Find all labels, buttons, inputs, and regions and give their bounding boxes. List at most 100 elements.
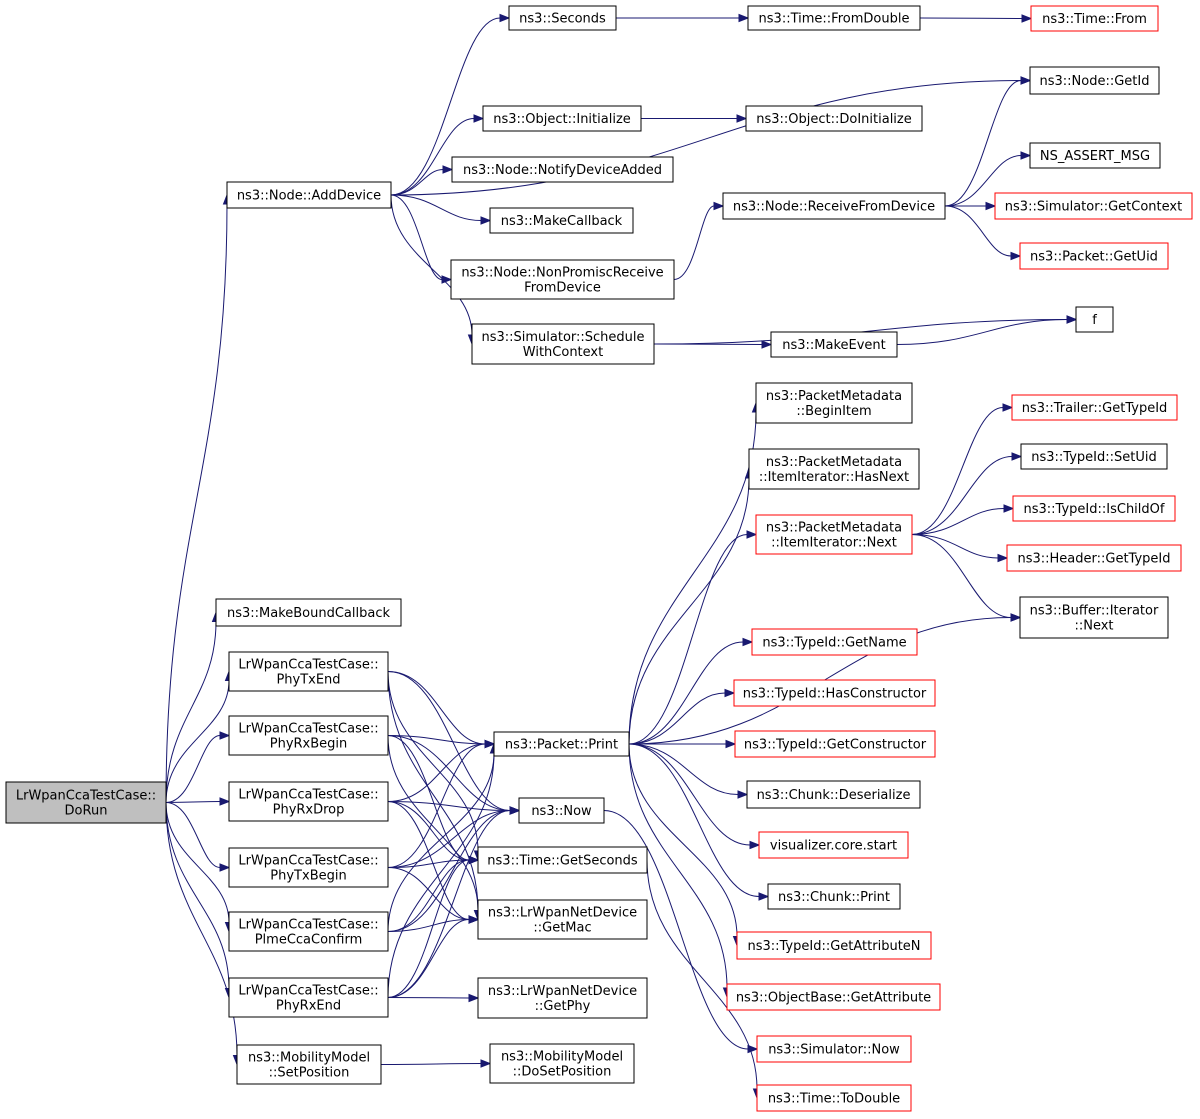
node-getmac[interactable]: ns3::LrWpanNetDevice::GetMac [477,899,648,940]
edge-arrowhead [480,216,492,225]
node-getid[interactable]: ns3::Node::GetId [1029,66,1160,95]
edge-line [387,743,486,802]
node-getseconds[interactable]: ns3::Time::GetSeconds [477,846,648,874]
node-setposition[interactable]: ns3::MobilityModel::SetPosition [236,1044,382,1085]
node-phyrxbegin[interactable]: LrWpanCcaTestCase::PhyRxBegin [228,715,389,756]
edge-arrowhead [1011,452,1023,461]
node-assertmsg[interactable]: NS_ASSERT_MSG [1029,142,1161,169]
node-getname[interactable]: ns3::TypeId::GetName [751,628,918,656]
node-todouble[interactable]: ns3::Time::ToDouble [756,1084,912,1112]
edge-getseconds-to-todouble [646,859,762,1100]
edge-arrowhead [737,790,749,799]
node-box [734,730,936,758]
node-getcontext[interactable]: ns3::Simulator::GetContext [994,192,1193,220]
node-makeevent[interactable]: ns3::MakeEvent [770,331,898,358]
edge-itemnext-to-bufnext [911,534,1022,622]
node-phytxbegin[interactable]: LrWpanCcaTestCase::PhyTxBegin [228,847,389,888]
node-timefrom[interactable]: ns3::Time::From [1030,5,1159,32]
edge-adddevice-to-notifydevice [390,165,454,196]
node-headertype[interactable]: ns3::Header::GetTypeId [1006,544,1182,572]
edge-line [911,407,1004,535]
node-getattr[interactable]: ns3::ObjectBase::GetAttribute [726,983,941,1011]
node-getctor[interactable]: ns3::TypeId::GetConstructor [734,730,936,758]
node-box [722,192,946,220]
node-label: LrWpanCcaTestCase:: [238,658,378,673]
node-print[interactable]: ns3::Packet::Print [493,731,630,757]
edge-receivefrom-to-getcontext [945,201,997,211]
node-makecallback[interactable]: ns3::MakeCallback [489,207,634,234]
node-getuid[interactable]: ns3::Packet::GetUid [1019,242,1169,270]
edge-line [673,205,715,280]
node-label: LrWpanCcaTestCase:: [238,984,378,999]
node-fromdouble[interactable]: ns3::Time::FromDouble [747,5,921,31]
node-ischildof[interactable]: ns3::TypeId::IsChildOf [1012,495,1176,522]
edge-line [387,735,470,861]
node-label: PlmeCcaConfirm [255,933,363,948]
node-label: PhyRxDrop [273,803,345,818]
edge-line [387,671,486,745]
edge-line [387,752,495,932]
node-deserialize[interactable]: ns3::Chunk::Deserialize [746,780,921,809]
node-f[interactable]: f [1075,306,1114,333]
node-label: DoRun [65,804,108,819]
node-phyrxdrop[interactable]: LrWpanCcaTestCase::PhyRxDrop [228,781,389,822]
node-label: ns3::Seconds [519,12,606,27]
node-beginitem[interactable]: ns3::PacketMetadata::BeginItem [755,382,913,424]
edge-phyrxend-to-getphy [387,993,480,1003]
node-setuid[interactable]: ns3::TypeId::SetUid [1020,443,1168,470]
node-label: ns3::TypeId::GetName [762,636,906,651]
edge-line [911,534,1012,618]
node-box [228,651,389,692]
edge-line [628,477,750,745]
node-phytxend[interactable]: LrWpanCcaTestCase::PhyTxEnd [228,651,389,692]
node-label: ns3::Time::FromDouble [759,12,910,27]
node-itemnext[interactable]: ns3::PacketMetadata::ItemIterator::Next [755,514,913,555]
node-getattrn[interactable]: ns3::TypeId::GetAttributeN [736,931,932,960]
node-doinitialize[interactable]: ns3::Object::DoInitialize [745,105,923,132]
edge-dorun-to-phyrxbegin [165,731,231,803]
edge-line [390,17,501,196]
node-box [477,977,648,1019]
node-label: ns3::Node::GetId [1040,74,1150,89]
node-label: ns3::Time::GetSeconds [487,854,638,869]
node-label: PhyRxBegin [270,737,348,752]
node-plmecca[interactable]: LrWpanCcaTestCase::PlmeCcaConfirm [228,911,389,952]
node-makebound[interactable]: ns3::MakeBoundCallback [215,598,402,627]
node-label: ns3::TypeId::GetConstructor [744,738,927,753]
edge-arrowhead [742,637,754,647]
node-now[interactable]: ns3::Now [518,797,605,824]
node-hasctor[interactable]: ns3::TypeId::HasConstructor [733,679,936,707]
node-initialize[interactable]: ns3::Object::Initialize [482,105,642,132]
node-box [493,731,630,757]
node-getphy[interactable]: ns3::LrWpanNetDevice::GetPhy [477,977,648,1019]
edge-nonpromisc-to-receivefrom [673,201,725,280]
node-label: ns3::Node::NotifyDeviceAdded [463,163,662,178]
edge-setposition-to-dosetposition [380,1059,492,1068]
edge-line [165,203,228,803]
node-phyrxend[interactable]: LrWpanCcaTestCase::PhyRxEnd [228,977,389,1018]
node-trailertype[interactable]: ns3::Trailer::GetTypeId [1011,394,1178,421]
node-adddevice[interactable]: ns3::Node::AddDevice [226,181,392,209]
node-notifydevice[interactable]: ns3::Node::NotifyDeviceAdded [451,156,674,183]
node-label: ns3::Node::NonPromiscReceive [461,266,663,281]
edge-line [628,641,744,745]
node-seconds[interactable]: ns3::Seconds [508,5,617,31]
node-hasnext[interactable]: ns3::PacketMetadata::ItemIterator::HasNe… [748,448,920,490]
node-chunkprint[interactable]: ns3::Chunk::Print [767,883,901,910]
node-simnow[interactable]: ns3::Simulator::Now [756,1035,912,1063]
edge-line [387,735,479,911]
node-label: ns3::Simulator::GetContext [1005,200,1182,215]
node-box [508,5,617,31]
node-label: ns3::Chunk::Deserialize [757,788,911,803]
node-box [228,781,389,822]
edge-line [387,997,470,999]
edge-arrowhead [738,13,750,23]
node-vizstart[interactable]: visualizer.core.start [758,831,909,859]
edge-line [165,621,217,803]
node-dosetposition[interactable]: ns3::MobilityModel::DoSetPosition [489,1043,635,1084]
node-receivefrom[interactable]: ns3::Node::ReceiveFromDevice [722,192,946,220]
node-box [726,983,941,1011]
node-bufnext[interactable]: ns3::Buffer::Iterator::Next [1019,596,1169,639]
